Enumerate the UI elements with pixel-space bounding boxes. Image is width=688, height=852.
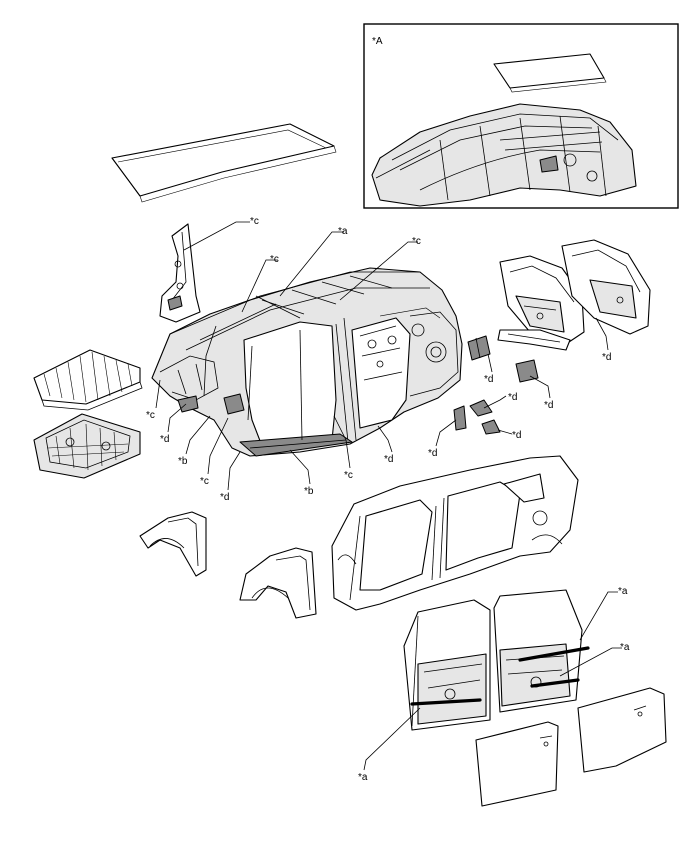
- roof-panel: [111, 123, 337, 203]
- hood-outer-panel: [33, 349, 143, 411]
- front-fender-outer: [239, 547, 317, 619]
- reinforcement-bracket-2: [515, 359, 539, 383]
- reinforcement-bracket-5: [481, 419, 501, 435]
- a-pillar-reinforcement: [159, 223, 201, 323]
- callouts: *c *c *a *c *c *d *b *c *d *b *c *d *d *…: [146, 216, 630, 783]
- inset-label: *A: [372, 36, 383, 47]
- callout-a2: *a: [618, 586, 628, 597]
- callout-d8: *d: [512, 430, 521, 441]
- reinforcement-bracket-4: [469, 399, 493, 417]
- inset-panorama-roof: *A: [363, 23, 679, 209]
- front-fender-inner: [139, 511, 207, 577]
- leader-lines: [155, 221, 622, 771]
- callout-d2: *d: [220, 492, 229, 503]
- inset-body-frame: [371, 103, 637, 207]
- callout-d3: *d: [384, 454, 393, 465]
- callout-d6: *d: [508, 392, 517, 403]
- callout-b2: *b: [304, 486, 314, 497]
- callout-c6: *c: [344, 470, 353, 481]
- callout-c1: *c: [250, 216, 259, 227]
- callout-b1: *b: [178, 456, 188, 467]
- front-door-inner-panel: [403, 599, 491, 731]
- callout-a1: *a: [338, 226, 348, 237]
- hood-inner-panel: [33, 413, 141, 479]
- inset-roof-panel: [493, 53, 605, 89]
- callout-d1: *d: [160, 434, 169, 445]
- main-body-frame: [151, 267, 463, 457]
- callout-c2: *c: [270, 254, 279, 265]
- callout-a4: *a: [358, 772, 368, 783]
- reinforcement-bracket-1: [467, 335, 491, 361]
- rear-door-outer-panel: [577, 687, 667, 773]
- callout-a3: *a: [620, 642, 630, 653]
- front-door-outer-panel: [475, 721, 559, 807]
- dash-crossmember: [497, 329, 571, 351]
- reinforcement-bracket-3: [453, 405, 467, 431]
- rear-door-inner-panel: [493, 589, 590, 713]
- callout-d5: *d: [544, 400, 553, 411]
- callout-d9: *d: [602, 352, 611, 363]
- callout-c5: *c: [200, 476, 209, 487]
- callout-d7: *d: [428, 448, 437, 459]
- front-door-outer-top: [561, 239, 651, 335]
- callout-c3: *c: [412, 236, 421, 247]
- callout-c4: *c: [146, 410, 155, 421]
- callout-d4: *d: [484, 374, 493, 385]
- body-side-outer-panel: [331, 455, 579, 611]
- rear-door-outer-top: [499, 255, 585, 345]
